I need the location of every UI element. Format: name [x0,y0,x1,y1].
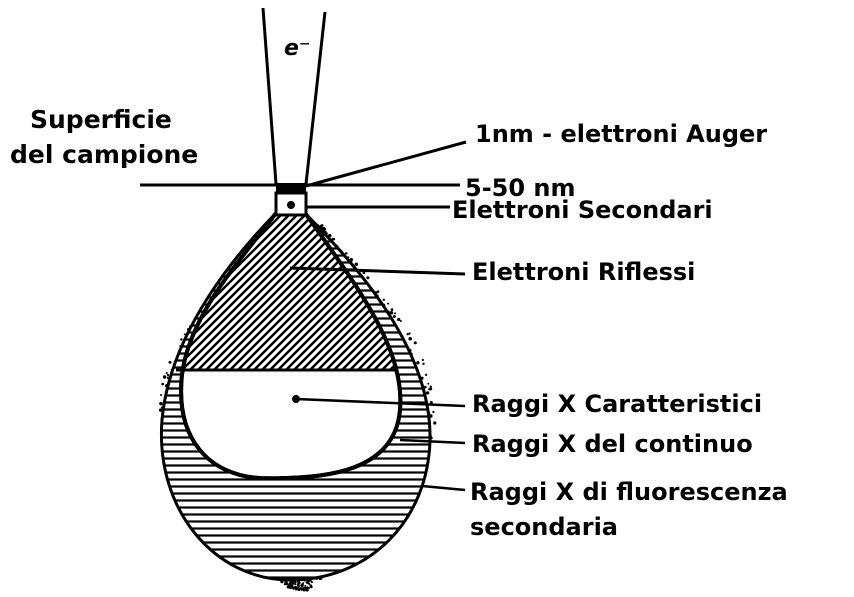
stipple-dot [416,361,419,364]
stipple-dot [345,252,347,254]
stipple-dot [394,312,396,314]
stipple-dot [408,337,412,341]
characteristic-label: Raggi X Caratteristici [472,390,762,418]
continuum-label: Raggi X del continuo [472,430,753,458]
surface-label-line2: del campione [10,140,198,169]
stipple-dot [432,411,434,413]
fluorescence-label-line1: Raggi X di fluorescenza [470,478,788,506]
stipple-dot [308,587,310,589]
stipple-dot [400,320,402,322]
stipple-dot [430,386,432,388]
secondary-electron-dot [287,201,295,209]
stipple-dot [355,262,359,266]
stipple-dot [169,361,172,364]
stipple-dot [422,363,424,365]
stipple-dot [160,394,162,396]
stipple-dot [288,583,292,587]
stipple-dot [180,338,182,340]
stipple-dot [391,308,394,311]
stipple-dot [161,383,164,386]
stipple-dot [333,238,335,240]
stipple-dot [387,303,389,305]
stipple-dot [366,276,369,279]
stipple-dot [167,374,169,376]
stipple-dot [304,585,306,587]
stipple-dot [425,374,427,376]
beam-left-edge [263,8,276,184]
stipple-dot [311,581,313,583]
stipple-dot [433,421,436,424]
stipple-dot [393,315,396,318]
stipple-dot [407,333,409,335]
stipple-dot [301,587,303,589]
beam-electron-label: e⁻ [284,36,311,61]
stipple-dot [297,584,300,587]
stipple-dot [310,585,313,588]
stipple-dot [307,582,309,584]
stipple-dot [426,391,429,394]
surface-label-line1: Superficie [30,105,172,134]
stipple-dot [166,372,168,374]
auger-leader [306,142,466,186]
stipple-dot [294,584,296,586]
stipple-dot [397,318,400,321]
stipple-dot [383,299,385,301]
stipple-dot [300,584,303,587]
fluorescence-leader [422,486,465,490]
stipple-dot [294,586,297,589]
auger-label: 1nm - elettroni Auger [475,120,767,148]
stipple-dot [414,341,417,344]
stipple-dot [159,402,162,405]
stipple-dot [163,375,166,378]
characteristic-dot [292,395,300,403]
secondary-label: Elettroni Secondari [452,196,713,224]
stipple-dot [303,588,306,591]
stipple-dot [302,582,304,584]
stipple-dot [284,583,286,585]
backscattered-label: Elettroni Riflessi [472,258,695,286]
stipple-dot [427,383,429,385]
stipple-dot [422,359,424,361]
stipple-dot [428,388,431,391]
stipple-dot [377,290,380,293]
stipple-dot [305,587,307,589]
fluorescence-label-line2: secondaria [470,513,618,541]
